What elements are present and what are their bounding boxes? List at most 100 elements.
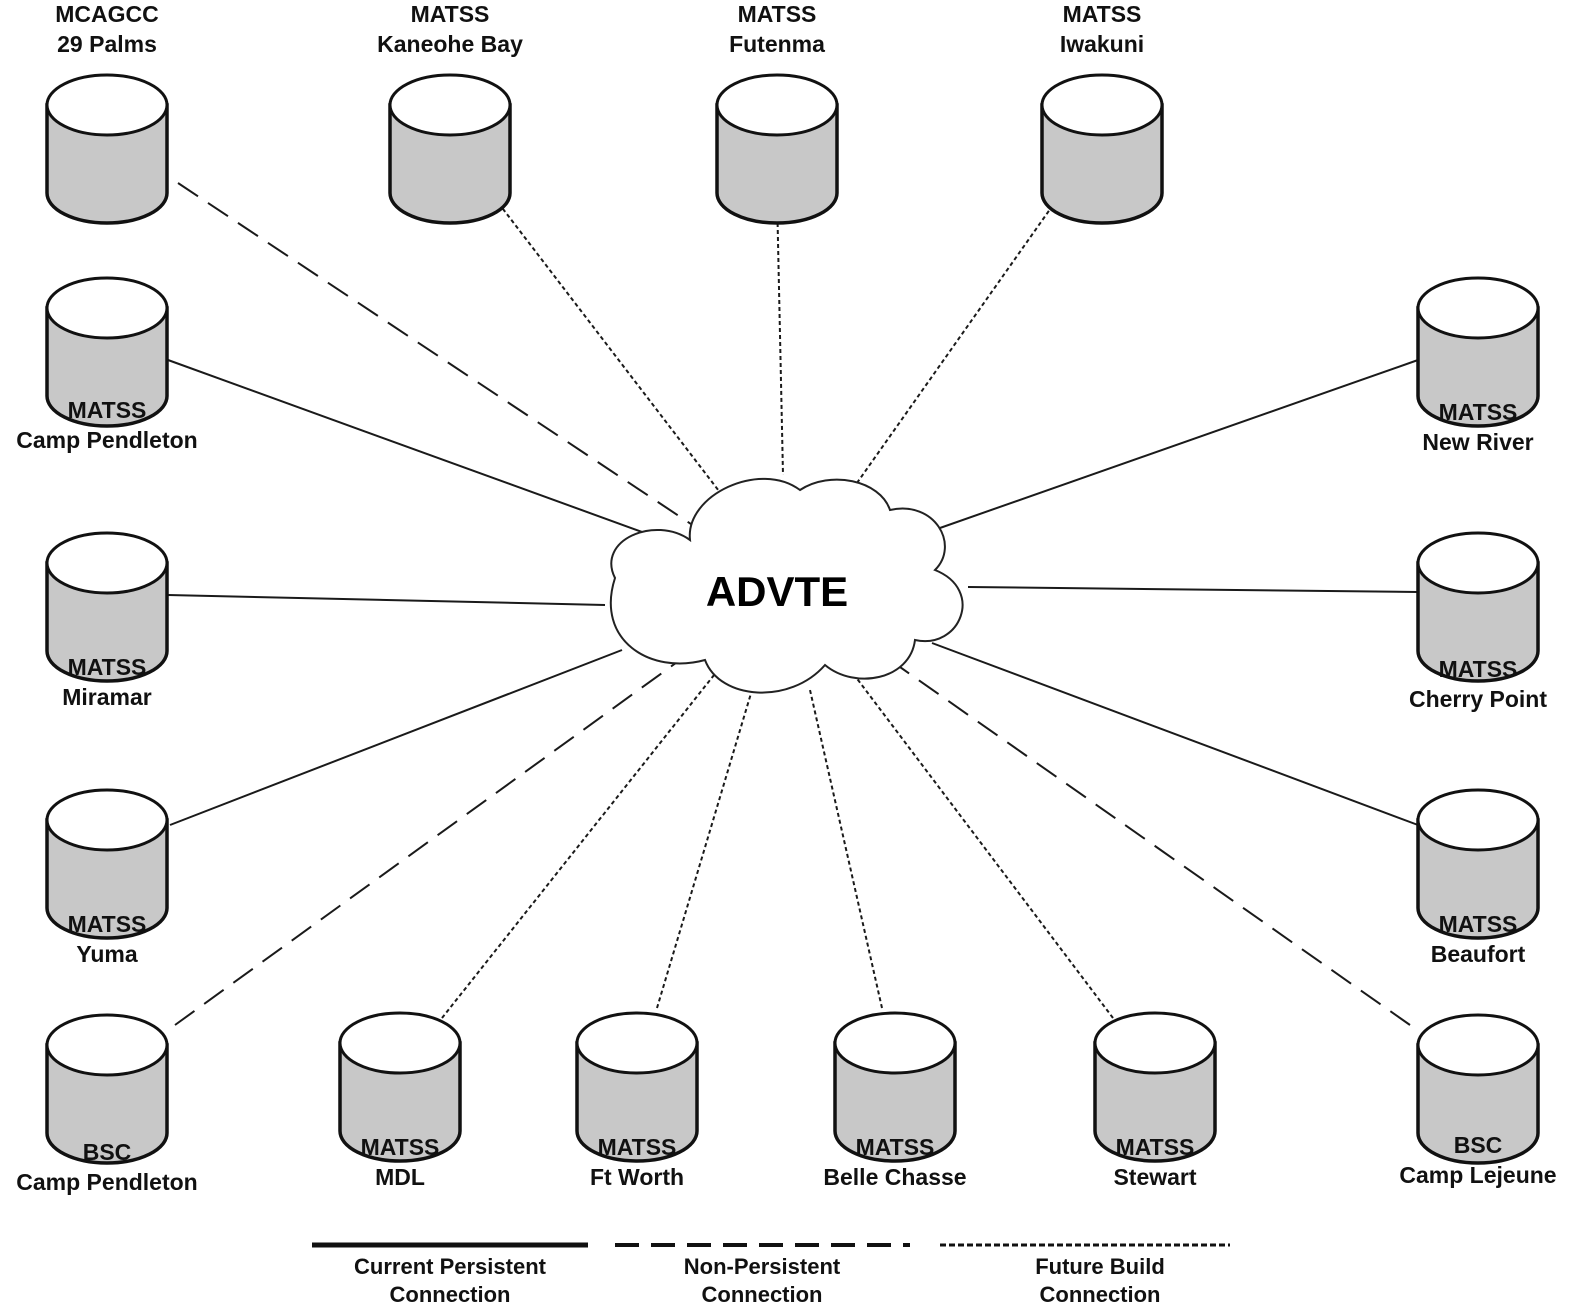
node-label-type: MATSS (1439, 399, 1518, 425)
connection-line-matss-kaneohe-bay (489, 191, 723, 496)
connection-line-matss-cherry-point (967, 586, 1419, 593)
database-icon-top (1416, 531, 1540, 595)
database-icon (45, 818, 169, 940)
node-label-site: 29 Palms (57, 31, 157, 57)
node-label-site: Kaneohe Bay (377, 31, 523, 57)
node-label-type: MATSS (361, 1134, 440, 1160)
node-label-type: MCAGCC (55, 1, 159, 27)
database-icon-top (45, 276, 169, 340)
connection-line-matss-belle-chasse (809, 689, 883, 1009)
node-label-site: MDL (375, 1164, 425, 1190)
database-icon (338, 1041, 462, 1163)
database-icon-top (45, 1013, 169, 1077)
node-matss-kaneohe-bay: MATSS Kaneohe Bay (377, 1, 523, 225)
database-icon (575, 1041, 699, 1163)
database-icon-top (338, 1011, 462, 1075)
database-icon-top (575, 1011, 699, 1075)
node-label-type: MATSS (1063, 1, 1142, 27)
advte-hub: ADVTE (609, 477, 964, 694)
node-label-type: MATSS (856, 1134, 935, 1160)
node-bsc-camp-lejeune: BSC Camp Lejeune (1399, 1013, 1557, 1188)
node-label: MATSS Belle Chasse (823, 1134, 966, 1190)
node-label-site: Futenma (729, 31, 825, 57)
node-matss-camp-pendleton: MATSS Camp Pendleton (16, 276, 198, 453)
node-label-site: Camp Lejeune (1399, 1162, 1556, 1188)
node-label: MATSS Camp Pendleton (16, 397, 197, 453)
database-icon (45, 103, 169, 225)
node-matss-cherry-point: MATSS Cherry Point (1409, 531, 1547, 712)
node-label: MATSS Kaneohe Bay (377, 1, 523, 57)
node-label-site: Ft Worth (590, 1164, 684, 1190)
node-label-type: BSC (83, 1139, 132, 1165)
node-label: BSC Camp Lejeune (1399, 1132, 1556, 1188)
node-label-type: MATSS (68, 397, 147, 423)
database-icon (715, 103, 839, 225)
database-icon (1040, 103, 1164, 225)
database-icon-top (1416, 788, 1540, 852)
node-label-site: Camp Pendleton (16, 427, 197, 453)
node-label-type: MATSS (1116, 1134, 1195, 1160)
database-icon-top (1416, 1013, 1540, 1077)
node-label-site: Miramar (62, 684, 152, 710)
database-icon (388, 103, 512, 225)
connection-line-matss-stewart (851, 671, 1114, 1019)
connection-line-matss-iwakuni (851, 187, 1066, 491)
node-label-site: Beaufort (1431, 941, 1526, 967)
database-icon (45, 306, 169, 428)
node-label-type: MATSS (411, 1, 490, 27)
node-label-type: MATSS (68, 654, 147, 680)
connection-line-matss-mdl (441, 669, 719, 1019)
database-icon-top (45, 531, 169, 595)
cloud-icon (609, 477, 964, 694)
node-label-site: Stewart (1113, 1164, 1196, 1190)
connection-line-matss-new-river (919, 359, 1419, 536)
node-label-type: BSC (1454, 1132, 1503, 1158)
node-label-type: MATSS (1439, 656, 1518, 682)
database-icon-top (1040, 73, 1164, 137)
database-icon (45, 1043, 169, 1165)
connection-line-matss-beaufort (931, 642, 1419, 826)
node-label: MATSS Miramar (62, 654, 152, 710)
legend-label-line: Connection (390, 1282, 511, 1307)
node-matss-belle-chasse: MATSS Belle Chasse (823, 1011, 967, 1190)
database-icon (1416, 1043, 1540, 1165)
node-label-type: MATSS (598, 1134, 677, 1160)
connection-line-bsc-camp-pendleton (174, 659, 681, 1026)
legend-label-line: Connection (1040, 1282, 1161, 1307)
database-icon-top (1416, 276, 1540, 340)
connection-line-matss-ft-worth (656, 689, 753, 1009)
connection-line-matss-yuma (169, 649, 623, 826)
database-icon-top (388, 73, 512, 137)
node-label-type: MATSS (68, 911, 147, 937)
node-label-site: Cherry Point (1409, 686, 1547, 712)
node-matss-ft-worth: MATSS Ft Worth (575, 1011, 699, 1190)
node-matss-mdl: MATSS MDL (338, 1011, 462, 1190)
database-icon (1416, 306, 1540, 428)
node-matss-miramar: MATSS Miramar (45, 531, 169, 710)
node-label-site: Belle Chasse (823, 1164, 966, 1190)
database-icon (833, 1041, 957, 1163)
legend-label-line: Connection (702, 1282, 823, 1307)
node-label: MATSS Ft Worth (590, 1134, 684, 1190)
node-label: MCAGCC 29 Palms (55, 1, 159, 57)
database-icon-top (45, 788, 169, 852)
connection-line-matss-camp-pendleton (167, 359, 679, 546)
database-icon (1093, 1041, 1217, 1163)
node-label: MATSS Stewart (1113, 1134, 1196, 1190)
node-label-site: New River (1422, 429, 1533, 455)
database-icon (1416, 818, 1540, 940)
